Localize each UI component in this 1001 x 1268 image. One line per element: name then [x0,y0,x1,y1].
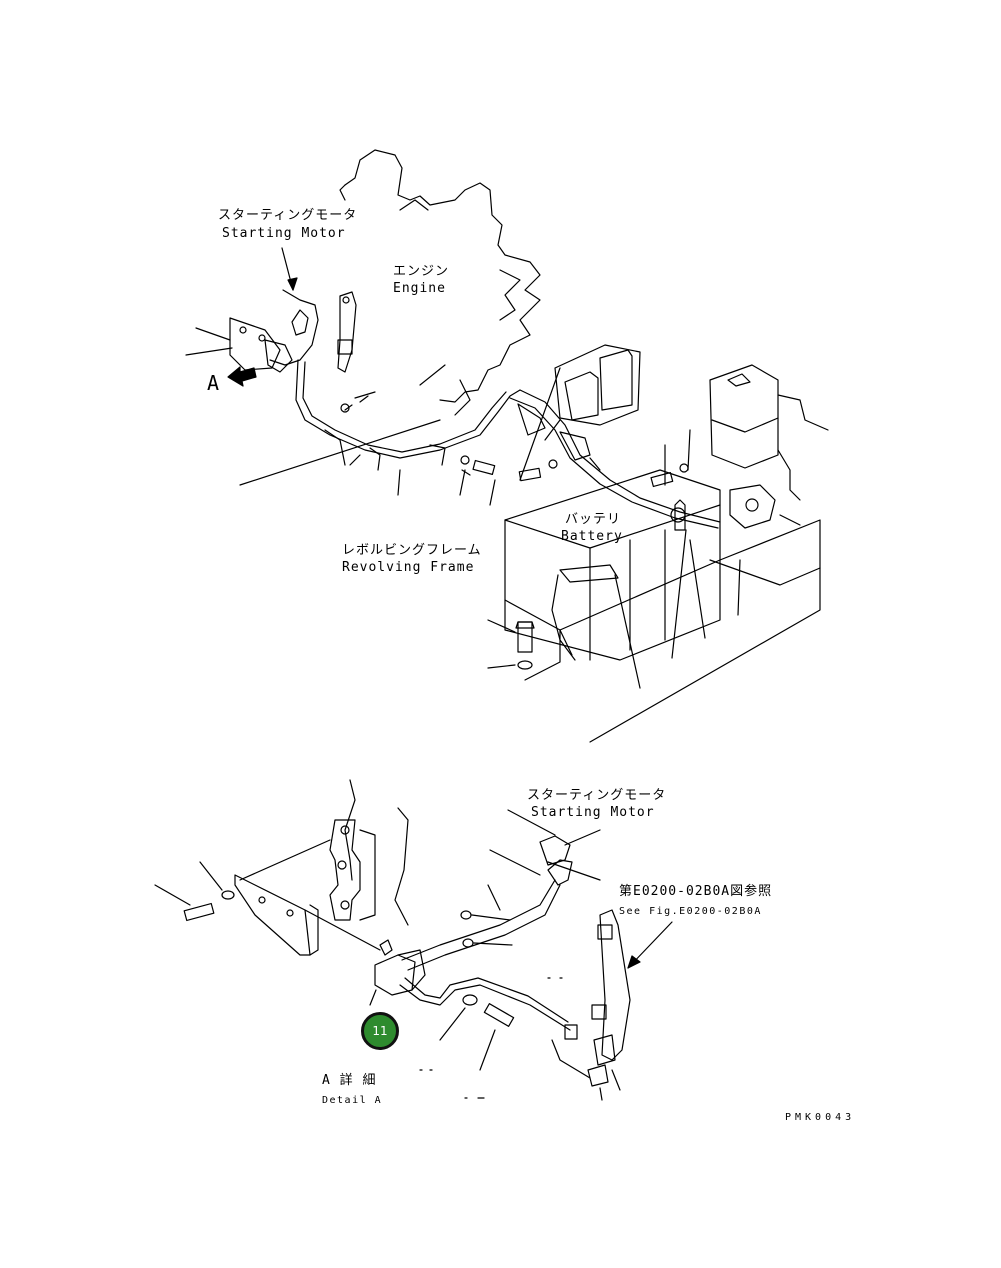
top-tank [709,364,829,529]
detail-l-bracket [234,839,381,956]
detail-starting-motor [487,809,601,911]
reference-label-en: See Fig.E0200-02B0A [619,906,762,917]
top-relay-boxes [554,344,641,426]
battery-label-en: Battery [561,529,623,544]
top-leader-lines [239,364,601,506]
battery-leader-lines [559,514,801,689]
battery-label-jp: バッテリ [565,512,622,527]
detail-starting-motor-label-en: Starting Motor [531,805,655,820]
revolving-frame-label-en: Revolving Frame [342,560,475,575]
reference-label-jp: 第E0200-02B0A図参照 [619,884,773,899]
detail-relay [369,939,426,1006]
view-a-arrow-icon [227,366,257,387]
detail-washer-bolt [439,994,515,1071]
detail-bolt-left [154,861,235,922]
engine-label-en: Engine [393,281,446,296]
detail-bracket-right [587,909,631,1101]
engine-label-jp: エンジン [393,264,450,279]
figure-code: PMK0043 [785,1112,856,1123]
battery [504,469,721,661]
detail-mount-plate [329,819,376,921]
detail-starting-motor-label-jp: スターティングモータ [527,788,667,803]
revolving-frame [504,519,821,743]
engine-outline [339,149,541,416]
detail-harness [399,835,591,1079]
starting-motor-arrow-head-icon [287,277,298,291]
revolving-frame-label-jp: レボルビングフレーム [342,543,482,558]
starting-motor-label-en: Starting Motor [222,226,346,241]
detail-a-label-jp: A 詳 細 [322,1073,377,1088]
relay-bracket [337,291,376,413]
top-harness [295,359,721,529]
starting-motor [185,289,319,373]
starting-motor-label-jp: スターティングモータ [218,208,358,223]
part-callout-11[interactable]: 11 [361,1012,399,1050]
top-bolts [460,429,691,488]
battery-bolts [487,619,535,670]
detail-engine-outline [344,779,409,926]
reference-arrow-head-icon [627,955,641,969]
detail-ticks [419,977,563,1099]
detail-a-label-en: Detail A [322,1095,383,1106]
view-a-marker: A [207,371,221,395]
